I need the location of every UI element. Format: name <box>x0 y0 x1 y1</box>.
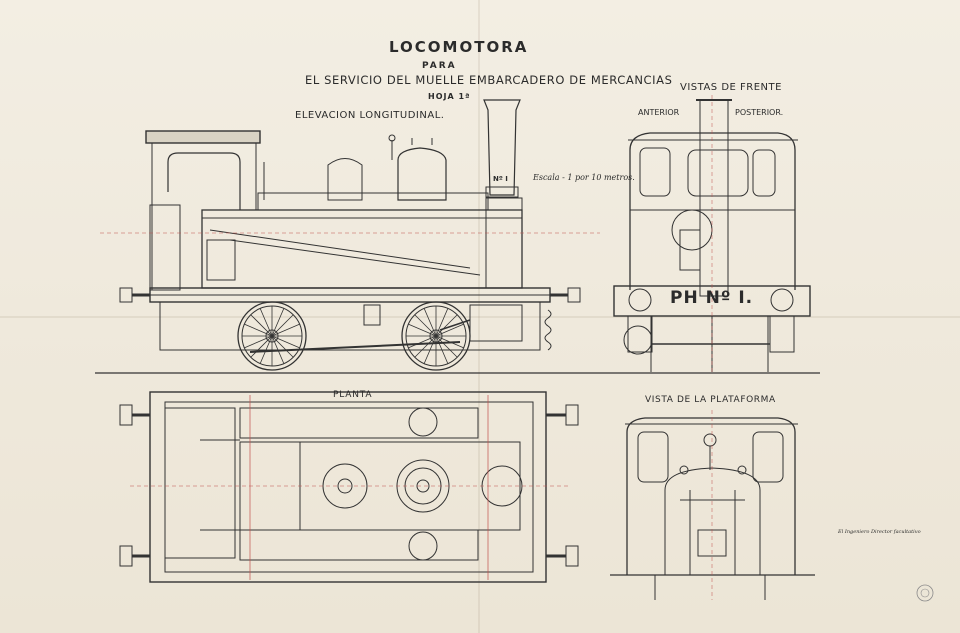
sheet-title: LOCOMOTORA <box>389 38 529 56</box>
label-planta: PLANTA <box>333 390 373 400</box>
number-plate-front: PH Nº I. <box>670 288 754 308</box>
sheet-subtitle: EL SERVICIO DEL MUELLE EMBARCADERO DE ME… <box>305 73 673 87</box>
side-elevation-view <box>95 99 600 374</box>
label-elevacion: ELEVACION LONGITUDINAL. <box>295 110 445 121</box>
label-anterior: ANTERIOR <box>638 108 680 117</box>
label-posterior: POSTERIOR. <box>735 108 784 117</box>
engineer-signature-note: El Ingeniero Director facultativo <box>838 529 921 535</box>
number-plate-side: Nº I <box>493 175 508 183</box>
label-vistas-frente: VISTAS DE FRENTE <box>680 82 782 93</box>
sheet-para: PARA <box>422 61 457 71</box>
sheet-number: HOJA 1ª <box>428 92 471 101</box>
fold-line-horizontal <box>0 316 960 318</box>
fold-line-vertical <box>478 0 480 633</box>
label-plataforma: VISTA DE LA PLATAFORMA <box>645 395 776 405</box>
scale-note: Escala - 1 por 10 metros. <box>533 173 635 182</box>
plan-view <box>119 391 579 583</box>
platform-view <box>610 410 815 600</box>
archive-stamp-icon <box>916 584 934 602</box>
front-views <box>600 95 820 375</box>
